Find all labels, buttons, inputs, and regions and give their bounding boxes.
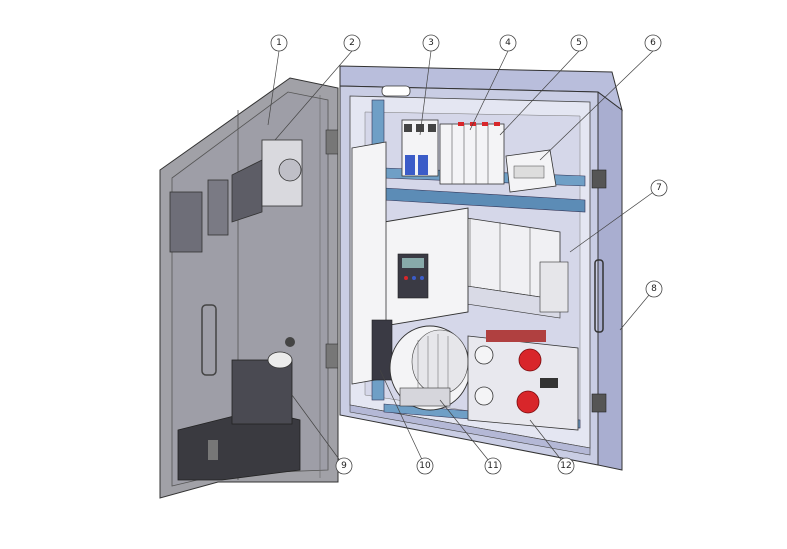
callout-label: 4 [505, 38, 511, 48]
callout-circle [557, 457, 575, 475]
callout-label: 6 [650, 38, 656, 48]
callout-circle [416, 457, 434, 475]
drive-unit [383, 207, 469, 327]
callout-9: 9 [335, 457, 353, 475]
callout-6: 6 [644, 34, 662, 52]
leader-lines [267, 50, 660, 467]
callout-label: 3 [428, 38, 434, 48]
callout-circle [270, 34, 288, 52]
cabinet-door [159, 77, 339, 499]
callout-label: 9 [341, 461, 347, 471]
callout-label: 11 [487, 461, 498, 471]
callout-label: 7 [656, 183, 662, 193]
callout-circle [645, 280, 663, 298]
callout-8: 8 [645, 280, 663, 298]
callout-10: 10 [416, 457, 434, 475]
callout-label: 2 [349, 38, 355, 48]
callout-circle [499, 34, 517, 52]
callout-5: 5 [570, 34, 588, 52]
power-supply [505, 149, 557, 193]
callout-label: 12 [560, 461, 571, 471]
callout-4: 4 [499, 34, 517, 52]
callout-label: 10 [419, 461, 431, 471]
contactor-row [439, 213, 569, 319]
callout-12: 12 [557, 457, 575, 475]
callout-circle [335, 457, 353, 475]
cable-duct [351, 141, 393, 385]
circuit-breakers [401, 119, 439, 177]
callout-circle [570, 34, 588, 52]
motor [389, 325, 471, 411]
callout-7: 7 [650, 179, 668, 197]
callout-circle [422, 34, 440, 52]
callout-circle [644, 34, 662, 52]
callout-circle [343, 34, 361, 52]
callout-circle [484, 457, 502, 475]
callout-3: 3 [422, 34, 440, 52]
callout-label: 1 [276, 38, 282, 48]
button-panel [467, 330, 579, 431]
callout-circle [650, 179, 668, 197]
callout-11: 11 [484, 457, 502, 475]
fuse-terminals [439, 122, 505, 185]
callout-1: 1 [270, 34, 288, 52]
callout-label: 5 [576, 38, 582, 48]
callout-label: 8 [651, 284, 657, 294]
callout-2: 2 [343, 34, 361, 52]
